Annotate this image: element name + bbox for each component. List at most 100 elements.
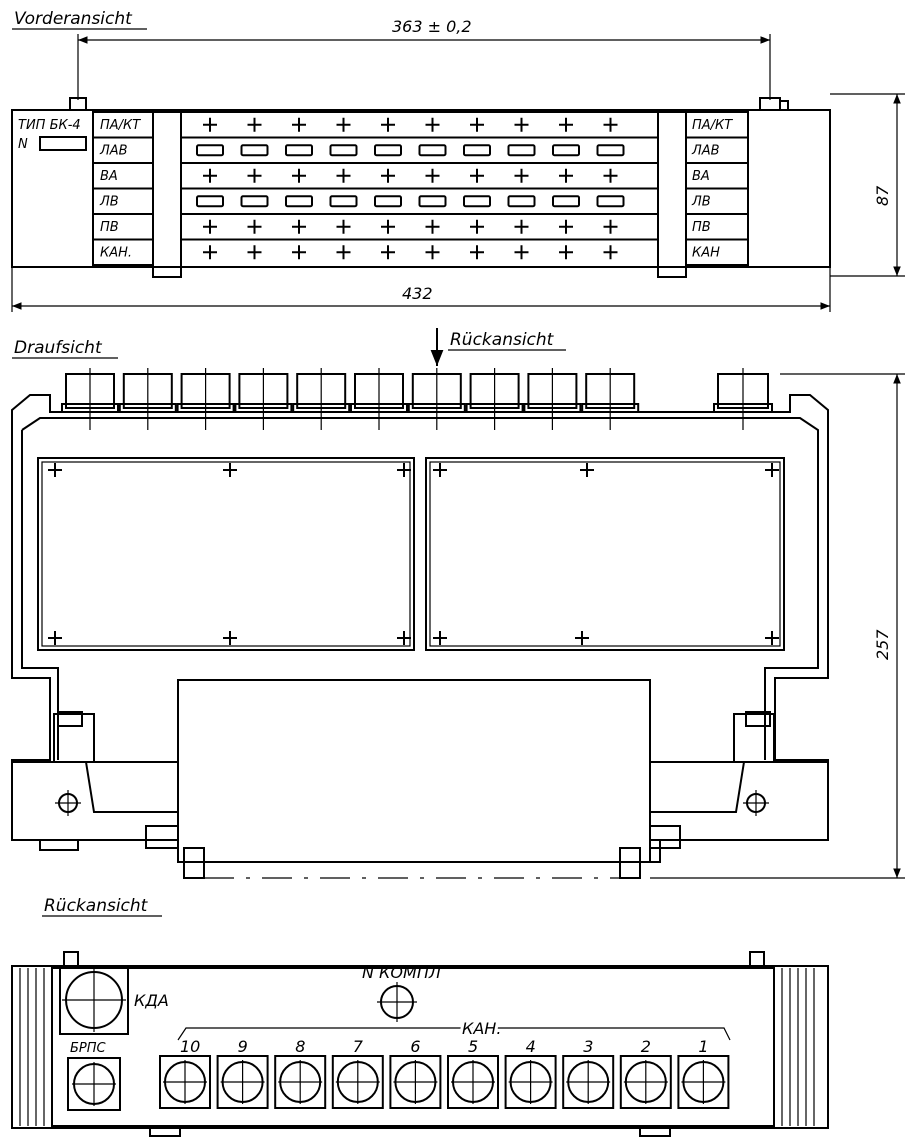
channel-connector — [504, 1055, 557, 1109]
indicator-lamp — [374, 144, 402, 157]
indicator-lamp — [507, 144, 536, 157]
dim-mount-label: 363 ± 0,2 — [392, 17, 472, 36]
channel-number: 6 — [410, 1037, 420, 1056]
channel-connector — [389, 1055, 442, 1109]
indicator-lamp — [240, 195, 269, 208]
top-connectors — [61, 368, 773, 430]
channel-number: 10 — [180, 1037, 200, 1056]
back-stud-right — [749, 951, 765, 967]
indicator-lamp — [463, 195, 491, 208]
top-inner-outline — [21, 417, 819, 760]
channel-connector — [274, 1055, 327, 1109]
left-row-label: ЛВ — [99, 195, 119, 210]
back-foot-right — [639, 1127, 671, 1137]
right-latch — [733, 713, 775, 763]
top-view: Draufsicht Rückansicht — [11, 328, 905, 879]
back-view-arrow-label: Rückansicht — [450, 330, 555, 350]
kan-bracket — [177, 1027, 731, 1041]
channel-number: 4 — [526, 1037, 536, 1056]
channel-connector — [677, 1055, 730, 1109]
indicator-lamp — [596, 195, 625, 208]
left-bottom-step — [145, 825, 179, 849]
right-row-label: ПА/КТ — [692, 118, 733, 133]
left-side-bar — [152, 111, 182, 278]
channel-connector — [216, 1055, 269, 1109]
right-row-label: КАН — [692, 246, 720, 261]
indicator-lamp — [463, 144, 491, 157]
left-row-label: ПВ — [100, 220, 119, 235]
right-bottom-step — [649, 825, 681, 849]
left-bracket-detail — [85, 761, 178, 813]
channel-number: 9 — [238, 1037, 248, 1056]
back-side-ribs — [19, 968, 815, 1126]
left-latch-top — [57, 711, 83, 727]
front-view-title: Vorderansicht — [14, 9, 133, 29]
channel-number: 2 — [641, 1037, 651, 1056]
plate-screws — [48, 463, 779, 645]
serial-box — [39, 136, 87, 151]
left-latch — [53, 713, 95, 763]
channel-connector — [159, 1055, 211, 1109]
channel-number: 5 — [468, 1037, 478, 1056]
channel-number: 1 — [698, 1037, 708, 1056]
channel-number: 8 — [295, 1037, 305, 1056]
indicator-lamp — [552, 195, 580, 208]
back-body — [11, 965, 829, 1129]
back-view-title: Rückansicht — [44, 896, 149, 916]
top-plate-right-inner — [429, 461, 781, 647]
left-foot — [39, 839, 79, 851]
indicator-lamp — [240, 144, 269, 157]
indicator-lamp — [596, 144, 625, 157]
indicator-lamp — [196, 144, 224, 157]
top-view-title: Draufsicht — [14, 338, 103, 358]
top-body-outline — [11, 394, 829, 863]
front-view: Vorderansicht 363 ± 0,2 ТИП БК-4 N ПА/КТ… — [11, 9, 905, 312]
top-stud-right — [619, 847, 641, 879]
left-bracket — [11, 761, 179, 841]
indicator-lamp — [418, 195, 447, 208]
back-foot-left — [149, 1127, 181, 1137]
left-row-label: ЛАВ — [99, 144, 128, 159]
right-row-label: ЛАВ — [691, 144, 720, 159]
indicator-lamp — [285, 195, 313, 208]
serial-label: N — [18, 137, 28, 152]
channel-number: 7 — [353, 1037, 364, 1056]
left-row-label: ВА — [100, 169, 118, 184]
type-label: ТИП БК-4 — [18, 118, 81, 133]
channel-connector — [562, 1055, 615, 1109]
right-row-label: ВА — [692, 169, 710, 184]
right-bracket-detail — [650, 761, 745, 813]
front-stud-left — [69, 97, 87, 111]
right-bracket — [649, 761, 829, 841]
front-connector-rows — [181, 117, 658, 260]
back-stud-left — [63, 951, 79, 967]
indicator-lamp — [552, 144, 580, 157]
indicator-lamp — [374, 195, 402, 208]
indicator-lamp — [418, 144, 447, 157]
komp-label: N КОМПЛ — [362, 963, 441, 982]
indicator-lamp — [329, 144, 358, 157]
top-plate-left — [37, 457, 415, 651]
brps-connector — [67, 1057, 121, 1111]
top-center-box — [177, 679, 651, 863]
front-stud-right-b — [779, 100, 789, 111]
dim-depth-label: 257 — [873, 629, 892, 660]
brps-label: БРПС — [70, 1041, 107, 1056]
kan-label: КАН. — [462, 1019, 501, 1038]
top-plate-right — [425, 457, 785, 651]
channel-connector — [331, 1055, 384, 1109]
channel-connector — [619, 1055, 672, 1109]
indicator-lamp — [285, 144, 313, 157]
indicator-lamp — [507, 195, 536, 208]
channel-connector — [447, 1055, 499, 1109]
top-plate-left-inner — [41, 461, 411, 647]
indicator-lamp — [196, 195, 224, 208]
dim-width-label: 432 — [402, 284, 433, 303]
right-latch-top — [745, 711, 771, 727]
indicator-lamp — [329, 195, 358, 208]
